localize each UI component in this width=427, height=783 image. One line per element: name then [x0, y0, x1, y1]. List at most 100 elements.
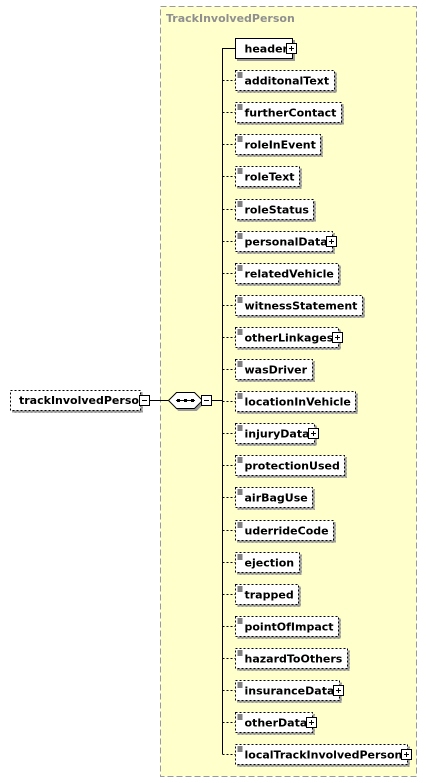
- text-content-icon: [237, 136, 243, 142]
- element-box: [235, 295, 363, 316]
- child-connectors: [212, 48, 236, 755]
- element-label: roleInEvent: [245, 139, 316, 152]
- element-box: [235, 487, 313, 508]
- element-label: personalData: [245, 236, 328, 249]
- text-content-icon: [237, 746, 243, 752]
- element-box: [235, 70, 335, 91]
- element-label: protectionUsed: [245, 460, 340, 473]
- element-roleStatus[interactable]: roleStatus: [235, 199, 314, 220]
- text-content-icon: [237, 714, 243, 720]
- element-hazardToOthers[interactable]: hazardToOthers: [235, 648, 348, 669]
- element-relatedVehicle[interactable]: relatedVehicle: [235, 263, 339, 284]
- element-box: [235, 712, 313, 733]
- element-label: pointOfImpact: [245, 621, 334, 634]
- element-label: roleStatus: [245, 204, 310, 217]
- element-header[interactable]: header: [235, 38, 297, 59]
- text-content-icon: [237, 329, 243, 335]
- element-localTrackInvolvedPerson[interactable]: localTrackInvolvedPerson: [235, 744, 412, 765]
- text-content-icon: [237, 72, 243, 78]
- expand-icon[interactable]: [308, 428, 319, 439]
- expand-icon[interactable]: [333, 685, 344, 696]
- text-content-icon: [237, 522, 243, 528]
- element-box: [235, 231, 333, 252]
- element-box: [235, 391, 356, 412]
- element-label: locationInVehicle: [245, 396, 351, 409]
- expand-icon[interactable]: [332, 332, 343, 343]
- complex-type-title: TrackInvolvedPerson: [166, 12, 295, 25]
- element-label: localTrackInvolvedPerson: [245, 749, 403, 762]
- sequence-compositor-icon[interactable]: [167, 392, 204, 409]
- element-roleInEvent[interactable]: roleInEvent: [235, 134, 321, 155]
- text-content-icon: [237, 618, 243, 624]
- text-content-icon: [237, 425, 243, 431]
- text-content-icon: [237, 104, 243, 110]
- element-box: [235, 134, 321, 155]
- root-collapse-icon[interactable]: [139, 395, 150, 406]
- element-box: [235, 616, 339, 637]
- element-box: [235, 552, 300, 573]
- text-content-icon: [237, 586, 243, 592]
- expand-icon[interactable]: [326, 236, 337, 247]
- element-label: witnessStatement: [245, 300, 358, 313]
- element-box: [235, 648, 348, 669]
- element-label: relatedVehicle: [245, 268, 334, 281]
- element-otherLinkages[interactable]: otherLinkages: [235, 327, 343, 348]
- text-content-icon: [237, 554, 243, 560]
- text-content-icon: [237, 233, 243, 239]
- text-content-icon: [237, 168, 243, 174]
- element-injuryData[interactable]: injuryData: [235, 423, 319, 444]
- element-personalData[interactable]: personalData: [235, 231, 337, 252]
- element-box: [235, 199, 314, 220]
- element-label: header: [245, 43, 289, 56]
- element-box: [235, 520, 334, 541]
- sequence-collapse-icon[interactable]: [201, 395, 212, 406]
- child-elements: header additonalText furtherContact roleInE…: [235, 38, 412, 765]
- element-protectionUsed[interactable]: protectionUsed: [235, 455, 345, 476]
- root-element[interactable]: trackInvolvedPerson: [10, 390, 147, 411]
- text-content-icon: [237, 489, 243, 495]
- text-content-icon: [237, 682, 243, 688]
- element-insuranceData[interactable]: insuranceData: [235, 680, 344, 701]
- element-box: [235, 102, 342, 123]
- element-wasDriver[interactable]: wasDriver: [235, 359, 313, 380]
- text-content-icon: [237, 265, 243, 271]
- element-label: additonalText: [245, 75, 330, 88]
- element-trapped[interactable]: trapped: [235, 584, 299, 605]
- element-otherData[interactable]: otherData: [235, 712, 317, 733]
- element-label: ejection: [245, 557, 295, 570]
- element-uderrideCode[interactable]: uderrideCode: [235, 520, 334, 541]
- expand-icon[interactable]: [401, 749, 412, 760]
- element-additonalText[interactable]: additonalText: [235, 70, 335, 91]
- element-ejection[interactable]: ejection: [235, 552, 300, 573]
- element-box: [235, 263, 339, 284]
- element-label: hazardToOthers: [245, 653, 343, 666]
- element-label: airBagUse: [245, 492, 308, 505]
- text-content-icon: [237, 297, 243, 303]
- element-locationInVehicle[interactable]: locationInVehicle: [235, 391, 356, 412]
- element-box: [235, 359, 313, 380]
- element-label: trapped: [245, 589, 294, 602]
- element-pointOfImpact[interactable]: pointOfImpact: [235, 616, 339, 637]
- element-roleText[interactable]: roleText: [235, 166, 300, 187]
- root-element-label: trackInvolvedPerson: [19, 394, 147, 407]
- element-box: [235, 166, 300, 187]
- text-content-icon: [237, 393, 243, 399]
- element-label: insuranceData: [245, 685, 335, 698]
- element-label: furtherContact: [245, 107, 337, 120]
- element-label: wasDriver: [245, 364, 308, 377]
- element-label: roleText: [245, 171, 295, 184]
- element-box: [235, 584, 299, 605]
- text-content-icon: [237, 361, 243, 367]
- expand-icon[interactable]: [306, 717, 317, 728]
- expand-icon[interactable]: [286, 43, 297, 54]
- element-label: injuryData: [245, 428, 310, 441]
- text-content-icon: [237, 650, 243, 656]
- element-witnessStatement[interactable]: witnessStatement: [235, 295, 363, 316]
- text-content-icon: [237, 201, 243, 207]
- text-content-icon: [237, 457, 243, 463]
- element-label: otherLinkages: [245, 332, 334, 345]
- element-label: uderrideCode: [245, 525, 329, 538]
- element-airBagUse[interactable]: airBagUse: [235, 487, 313, 508]
- element-furtherContact[interactable]: furtherContact: [235, 102, 342, 123]
